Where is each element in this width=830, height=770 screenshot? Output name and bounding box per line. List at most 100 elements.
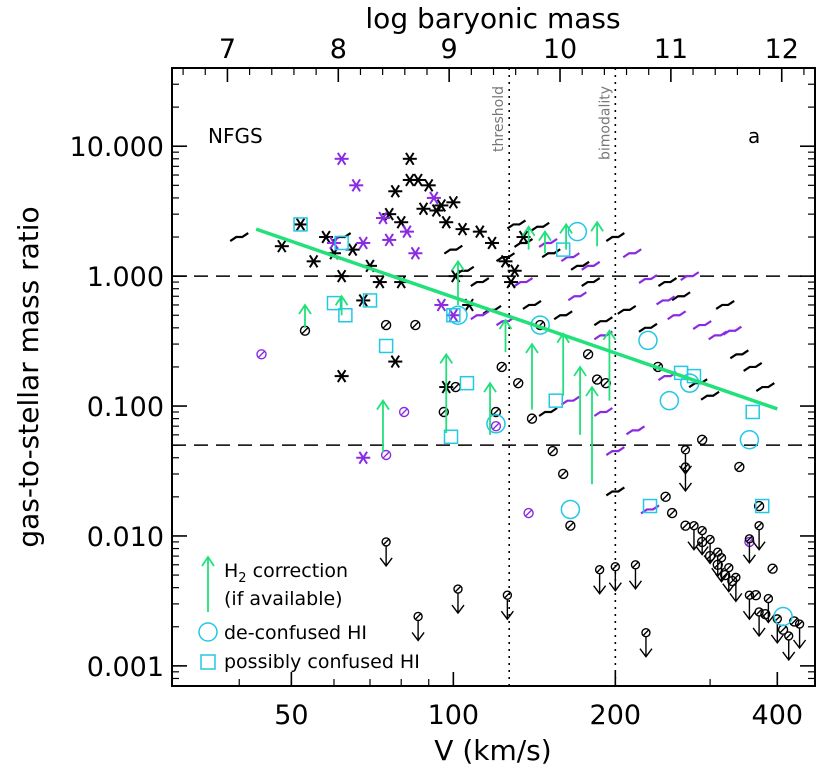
dash-point — [229, 232, 249, 242]
star-point — [334, 269, 349, 283]
dash-point — [743, 362, 763, 372]
dash-point — [657, 277, 678, 287]
h2-correction-arrow — [556, 332, 570, 396]
star-point — [388, 184, 403, 198]
star-point — [356, 451, 371, 465]
de-confused-marker — [486, 414, 506, 434]
star-point — [439, 215, 454, 229]
circle-point — [557, 468, 569, 480]
h2-correction-arrow — [439, 352, 453, 434]
circle-point — [380, 449, 392, 461]
de-confused-marker — [773, 606, 793, 627]
upper-limit-arrow — [678, 445, 693, 476]
star-point — [426, 191, 441, 205]
circle-point — [410, 319, 421, 331]
dash-point — [470, 277, 490, 287]
x2-tick-label: 9 — [441, 34, 458, 65]
data-marks — [229, 152, 807, 662]
dash-point — [755, 382, 775, 392]
star-point — [375, 211, 390, 225]
y-tick-label: 0.010 — [87, 522, 164, 553]
circle-point — [666, 507, 678, 519]
x-tick-label: 50 — [274, 700, 308, 731]
star-point — [416, 202, 431, 216]
dash-point — [605, 446, 625, 457]
legend-label-confused: possibly confused HI — [224, 651, 420, 673]
dash-point — [567, 291, 587, 302]
dash-point — [443, 244, 463, 255]
confused-marker — [326, 295, 342, 311]
circle-point — [380, 319, 392, 331]
upper-limit-arrow — [687, 520, 701, 551]
h2-correction-arrow — [298, 303, 312, 328]
upper-limit-arrow — [714, 553, 729, 583]
upper-limit-arrow — [729, 572, 743, 603]
h2-correction-arrow — [334, 294, 349, 316]
star-point — [372, 275, 387, 289]
upper-limit-arrow — [379, 537, 393, 568]
confused-marker — [555, 242, 571, 257]
de-confused-marker — [638, 330, 658, 351]
fit-line — [255, 227, 778, 411]
h2-correction-arrow — [376, 399, 390, 453]
star-point — [274, 239, 289, 253]
dash-point — [538, 238, 558, 248]
circle-point — [565, 520, 576, 531]
upper-limit-arrow — [742, 534, 756, 565]
upper-limit-arrow — [639, 628, 653, 658]
x2-tick-label: 11 — [654, 34, 688, 65]
star-point — [446, 195, 461, 209]
dash-point — [593, 407, 613, 417]
panel-letter: a — [748, 124, 760, 148]
circle-point — [256, 349, 267, 360]
star-point — [349, 178, 364, 192]
upper-limit-arrow — [695, 525, 709, 556]
dash-point — [560, 395, 580, 406]
y-tick-label: 0.001 — [87, 652, 164, 683]
dash-point — [638, 322, 658, 333]
confused-marker — [745, 404, 760, 420]
circle-point — [523, 507, 534, 519]
dash-point — [581, 277, 601, 287]
confused-marker — [338, 307, 353, 323]
confused-marker — [378, 338, 394, 354]
y-tick-label: 1.000 — [87, 262, 164, 293]
dash-point — [667, 310, 687, 321]
confused-marker — [362, 293, 378, 308]
upper-limit-arrow — [703, 534, 717, 565]
upper-limit-arrow — [793, 619, 807, 650]
star-point — [394, 215, 409, 229]
y-tick-label: 10.000 — [70, 132, 164, 163]
dash-point — [522, 300, 542, 310]
circle-point — [767, 563, 778, 574]
circle-point — [789, 616, 800, 627]
circle-point — [680, 520, 691, 531]
x2-tick-label: 12 — [765, 34, 799, 65]
x-tick-label: 100 — [428, 700, 480, 731]
confused-marker — [443, 429, 459, 445]
circle-point — [496, 361, 507, 373]
star-point — [334, 369, 349, 383]
star-point — [388, 355, 403, 369]
dash-point — [581, 260, 601, 271]
star-point — [472, 225, 487, 239]
x-tick-label: 400 — [752, 700, 804, 731]
legend-label-h2-line2: (if available) — [224, 588, 343, 610]
dash-point — [513, 277, 534, 287]
panel-label: NFGS — [208, 124, 263, 148]
star-point — [399, 225, 414, 239]
dash-point — [700, 390, 720, 401]
x2-axis-title: log baryonic mass — [365, 2, 620, 35]
star-point — [334, 152, 349, 166]
dash-point — [729, 349, 749, 360]
h2-correction-arrow — [590, 220, 604, 247]
upper-limit-arrow — [752, 607, 766, 638]
confused-marker — [446, 307, 461, 323]
dash-point — [722, 325, 742, 336]
h2-correction-arrow — [585, 385, 599, 485]
circle-point — [734, 461, 745, 473]
dash-point — [470, 310, 490, 321]
upper-limit-arrow — [782, 631, 796, 662]
circle-point — [753, 500, 765, 512]
